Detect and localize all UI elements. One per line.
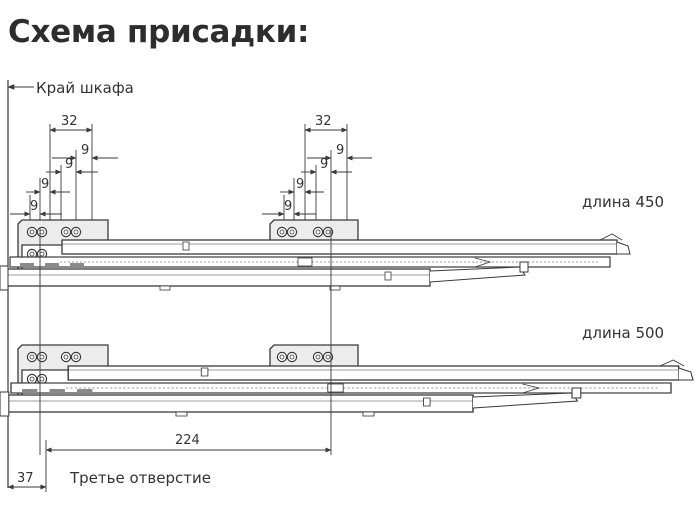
dim-9-front-d: 9 xyxy=(30,199,38,214)
cabinet-edge-label: Край шкафа xyxy=(36,79,134,97)
dimension-group-rear: 32 9 9 9 9 xyxy=(262,114,372,228)
dim-9-front-b: 9 xyxy=(65,157,73,172)
page-title: Схема присадки: xyxy=(8,14,310,50)
dim-9-rear-b: 9 xyxy=(320,157,328,172)
length-450-label: длина 450 xyxy=(582,193,664,211)
dim-9-front-c: 9 xyxy=(41,177,49,192)
dim-9-rear-a: 9 xyxy=(336,143,344,158)
length-500-label: длина 500 xyxy=(582,324,664,342)
slide-assembly-500 xyxy=(0,359,694,417)
dim-32-rear: 32 xyxy=(315,114,332,129)
dim-9-rear-d: 9 xyxy=(284,199,292,214)
dim-224: 224 xyxy=(175,433,200,448)
dim-9-rear-c: 9 xyxy=(296,177,304,192)
slide-assembly-450 xyxy=(0,233,631,291)
dim-9-front-a: 9 xyxy=(81,143,89,158)
third-hole-label: Третье отверстие xyxy=(69,469,211,487)
dim-32-front: 32 xyxy=(61,114,78,129)
dimension-group-front: 32 9 9 9 9 xyxy=(10,114,118,228)
dim-37: 37 xyxy=(17,471,34,486)
